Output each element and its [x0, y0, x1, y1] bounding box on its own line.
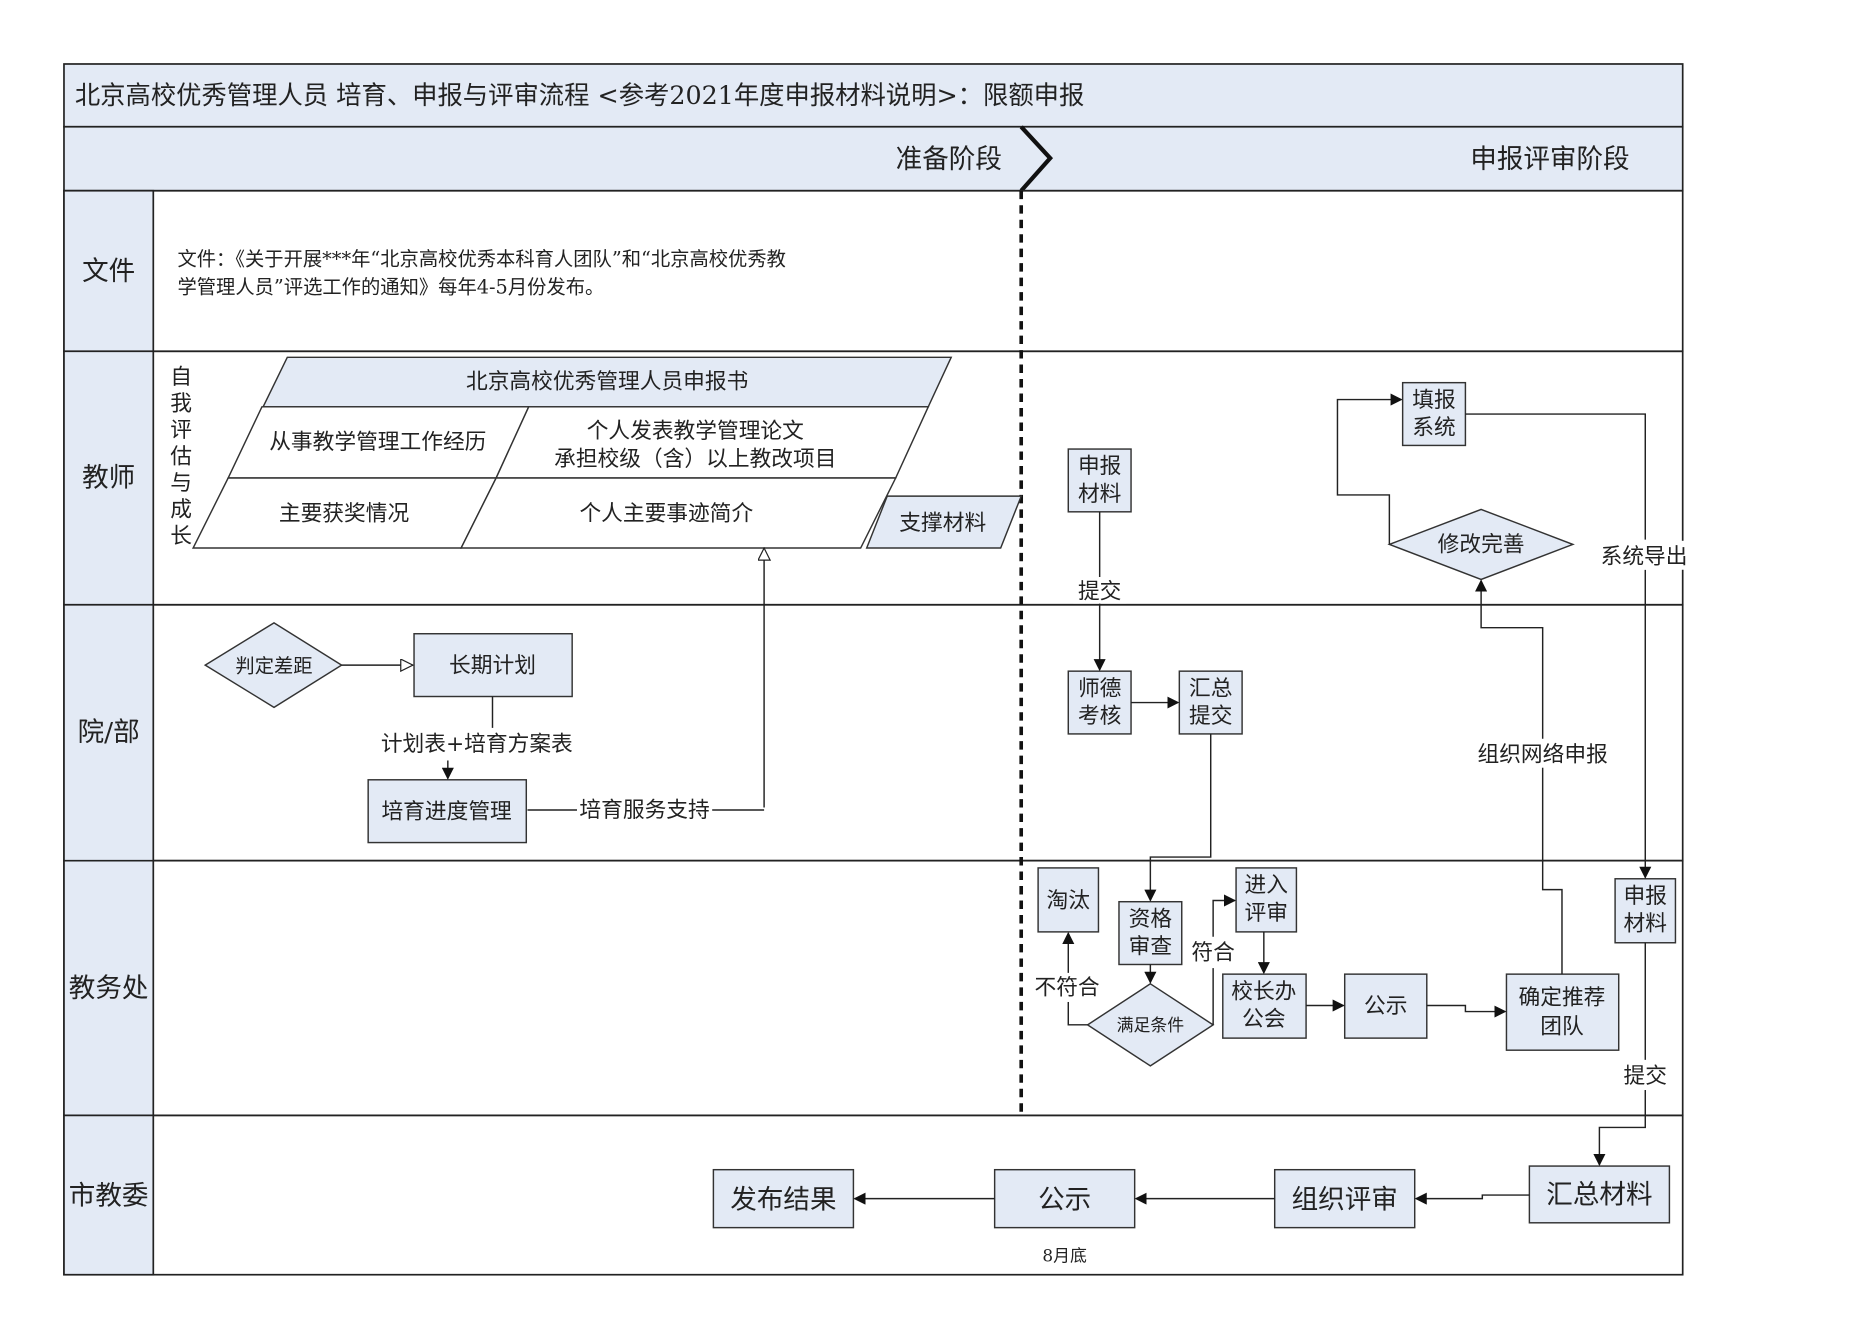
svg-text:判定差距: 判定差距 [235, 654, 312, 677]
summary-submit-node[interactable] [1178, 670, 1243, 735]
svg-text:培育进度管理: 培育进度管理 [381, 799, 511, 824]
title-bar [63, 63, 1684, 128]
apply-material-affairs-node[interactable] [1614, 878, 1677, 944]
svg-text:申报: 申报 [1078, 454, 1121, 479]
phase-review: 申报评审阶段 [1470, 144, 1629, 175]
progress-mgmt-node[interactable] [367, 779, 528, 844]
svg-text:评审: 评审 [1245, 901, 1288, 926]
diagram-title: 北京高校优秀管理人员 培育、申报与评审流程 <参考2021年度申报材料说明>：限… [75, 80, 1084, 110]
cell-deeds [459, 477, 897, 549]
svg-text:进入: 进入 [1245, 873, 1288, 898]
support-material-text: 支撑材料 [899, 511, 986, 536]
svg-text:我: 我 [170, 391, 192, 416]
phase-bar [63, 125, 1684, 192]
president-meeting-node[interactable] [1222, 973, 1307, 1039]
svg-text:长: 长 [170, 524, 192, 549]
summary-material-node[interactable] [1528, 1165, 1671, 1224]
lane-commission [63, 1114, 1684, 1276]
svg-text:确定推荐: 确定推荐 [1519, 985, 1606, 1010]
lane-label-dept: 院/部 [78, 717, 140, 748]
lane-label-file: 文件 [82, 256, 135, 287]
svg-text:材料: 材料 [1078, 482, 1121, 507]
svg-text:修改完善: 修改完善 [1438, 533, 1525, 558]
svg-text:长期计划: 长期计划 [449, 653, 536, 678]
connectors [341, 393, 1652, 1205]
notice-text-line1: 文件：《关于开展***年“北京高校优秀本科育人团队”和“北京高校优秀教 [177, 248, 786, 271]
publicity-node-commission[interactable] [993, 1168, 1136, 1229]
deadline-label: 8月底 [1042, 1245, 1087, 1265]
svg-text:团队: 团队 [1540, 1014, 1584, 1039]
cell-experience-text: 从事教学管理工作经历 [269, 430, 486, 455]
svg-text:师德: 师德 [1078, 676, 1121, 701]
eliminate-node[interactable] [1037, 867, 1100, 933]
lane-affairs [63, 859, 1684, 1117]
svg-text:汇总: 汇总 [1189, 676, 1232, 701]
long-plan-node[interactable] [413, 633, 573, 698]
notice-text-line2: 学管理人员”评选工作的通知》每年4-5月份发布。 [177, 275, 604, 298]
meets-condition-decision[interactable] [1086, 982, 1215, 1067]
svg-text:与: 与 [170, 471, 192, 496]
svg-text:估: 估 [170, 445, 192, 470]
svg-text:组织评审: 组织评审 [1292, 1184, 1398, 1215]
svg-text:申报: 申报 [1624, 884, 1667, 909]
swimlanes: 文件 教师 院/部 教务处 市教委 [63, 189, 1684, 1276]
qualification-review-node[interactable] [1118, 900, 1183, 966]
confirm-team-node[interactable] [1505, 973, 1620, 1051]
apply-material-node[interactable] [1067, 448, 1132, 513]
system-export-label: 系统导出 [1601, 545, 1688, 570]
submit-label-affairs: 提交 [1624, 1064, 1667, 1089]
svg-text:自: 自 [170, 365, 192, 390]
svg-text:审查: 审查 [1129, 935, 1172, 960]
cell-papers-text-2: 承担校级（含）以上教改项目 [554, 447, 836, 472]
service-support-label: 培育服务支持 [579, 798, 709, 823]
publish-result-node[interactable] [712, 1168, 855, 1229]
svg-text:成: 成 [170, 498, 192, 523]
lane-file [63, 189, 1684, 353]
svg-text:汇总材料: 汇总材料 [1546, 1179, 1652, 1210]
form-title: 北京高校优秀管理人员申报书 [466, 370, 748, 395]
svg-text:满足条件: 满足条件 [1117, 1015, 1185, 1035]
fill-system-node[interactable] [1401, 381, 1467, 447]
judge-gap-decision[interactable] [203, 622, 343, 709]
svg-text:校长办: 校长办 [1231, 979, 1296, 1004]
svg-text:考核: 考核 [1078, 704, 1121, 729]
svg-text:公示: 公示 [1038, 1184, 1091, 1215]
lane-label-affairs: 教务处 [69, 973, 149, 1004]
lane-label-teacher: 教师 [82, 462, 135, 493]
org-online-apply-label: 组织网络申报 [1478, 743, 1608, 768]
svg-text:淘汰: 淘汰 [1047, 889, 1091, 914]
svg-text:公会: 公会 [1242, 1007, 1285, 1032]
svg-text:系统: 系统 [1412, 416, 1455, 441]
cell-deeds-text: 个人主要事迹简介 [579, 501, 753, 526]
phase-chevron [1019, 125, 1054, 193]
svg-text:公示: 公示 [1364, 994, 1407, 1019]
svg-text:资格: 资格 [1129, 907, 1173, 932]
svg-text:评: 评 [170, 418, 192, 443]
submit-label-teacher: 提交 [1078, 580, 1121, 605]
support-material[interactable] [865, 495, 1023, 549]
svg-text:提交: 提交 [1189, 704, 1232, 729]
not-meet-label: 不符合 [1034, 976, 1099, 1001]
lane-label-commission: 市教委 [69, 1181, 149, 1212]
cell-papers-text-1: 个人发表教学管理论文 [587, 419, 804, 444]
plan-tables-label: 计划表+培育方案表 [381, 732, 573, 757]
organize-review-node[interactable] [1273, 1168, 1416, 1229]
cell-awards-text: 主要获奖情况 [279, 501, 410, 526]
phase-prep: 准备阶段 [896, 144, 1002, 175]
svg-text:发布结果: 发布结果 [730, 1184, 836, 1215]
publicity-node-affairs[interactable] [1343, 973, 1428, 1039]
self-assessment-label: 自 我 评 估 与 成 长 [170, 365, 192, 549]
meet-label: 符合 [1191, 941, 1235, 966]
enter-review-node[interactable] [1235, 867, 1298, 933]
svg-text:填报: 填报 [1412, 388, 1455, 413]
svg-text:材料: 材料 [1624, 912, 1667, 937]
